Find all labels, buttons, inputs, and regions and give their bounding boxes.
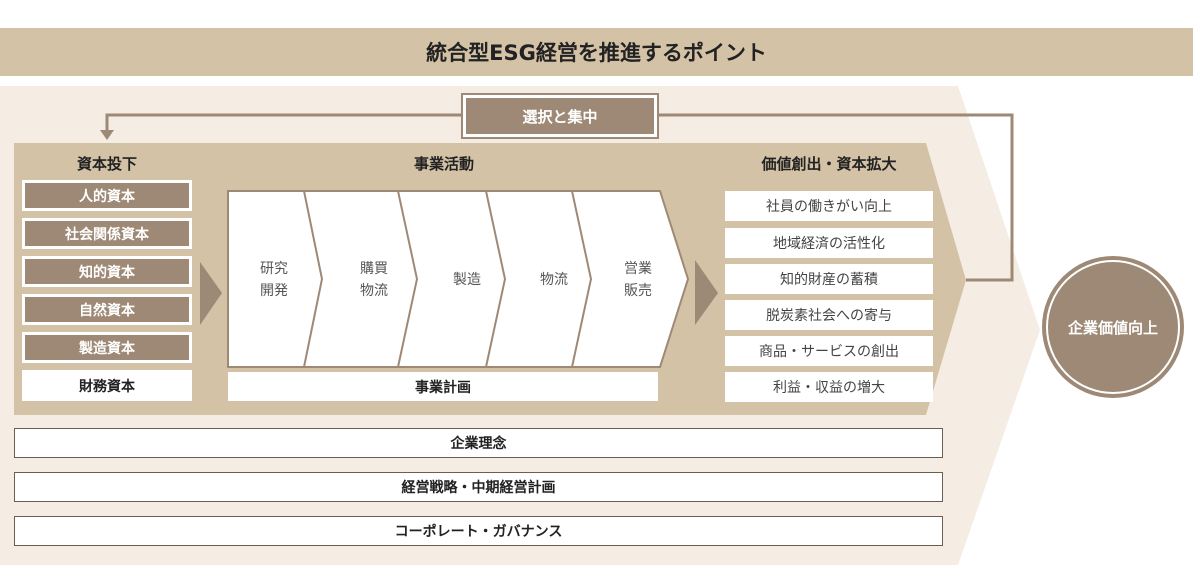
feedback-loop-line [658,113,1014,282]
selection-focus-label: 選択と集中 [522,107,598,126]
value-item: 脱炭素社会への寄与 [725,300,933,330]
value-item: 利益・収益の増大 [725,372,933,402]
value-item: 知的財産の蓄積 [725,264,933,294]
feedback-loop-line-left [105,113,462,132]
capital-item: 人的資本 [22,180,192,211]
value-item: 地域経済の活性化 [725,228,933,258]
process-step: 製造 [453,272,481,288]
capital-item: 社会関係資本 [22,218,192,249]
arrow-right-icon [200,262,222,325]
business-heading: 事業活動 [413,154,474,173]
value-heading: 価値創出・資本拡大 [761,154,897,173]
process-step: 研究 開発 [260,261,288,299]
capital-item: 製造資本 [22,332,192,363]
page-title: 統合型ESG経営を推進するポイント [0,28,1193,76]
business-plan: 事業計画 [228,372,658,401]
process-chevron [227,190,690,368]
capital-heading: 資本投下 [76,154,137,173]
chevron-dividers [303,190,593,368]
value-item: 社員の働きがい向上 [725,191,933,221]
capital-item: 財務資本 [22,370,192,401]
foundation-bar: 経営戦略・中期経営計画 [14,472,943,502]
process-step: 営業 販売 [624,261,652,299]
capital-item: 知的資本 [22,256,192,287]
capital-item: 自然資本 [22,294,192,325]
goal-label: 企業価値向上 [1067,318,1158,337]
value-item: 商品・サービスの創出 [725,336,933,366]
arrow-right-icon [695,260,718,325]
foundation-bar: コーポレート・ガバナンス [14,516,943,546]
foundation-bar: 企業理念 [14,428,943,458]
goal-circle [1042,256,1184,398]
arrow-down-icon [100,130,114,140]
process-step: 購買 物流 [360,261,388,299]
process-step: 物流 [540,272,568,288]
